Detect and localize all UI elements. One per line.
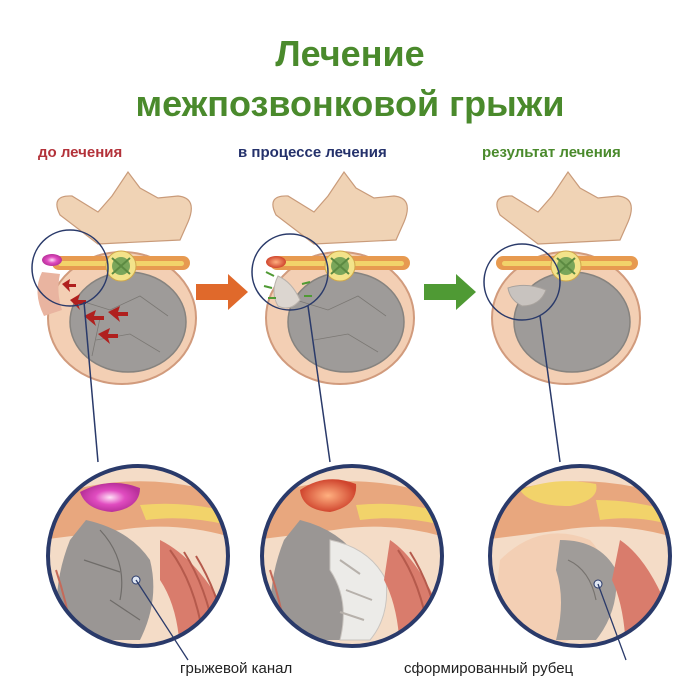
page-title-line-1: Лечение (275, 33, 425, 74)
arrow-right-icon (424, 274, 476, 310)
caption-hernia-channel: грыжевой канал (180, 660, 293, 677)
zoom-before (46, 464, 230, 661)
stage-label-during: в процессе лечения (238, 144, 387, 161)
vertebra-result (483, 170, 641, 463)
stage-label-before: до лечения (38, 144, 123, 161)
arrow-right-icon (196, 274, 248, 310)
stage-label-result: результат лечения (482, 144, 621, 161)
zoom-during (260, 464, 444, 648)
caption-formed-scar: сформированный рубец (404, 660, 574, 677)
vertebra-during (251, 170, 415, 463)
page-title-line-2: межпозвонковой грыжи (135, 83, 565, 124)
vertebra-before (31, 170, 197, 463)
zoom-result (488, 464, 672, 661)
